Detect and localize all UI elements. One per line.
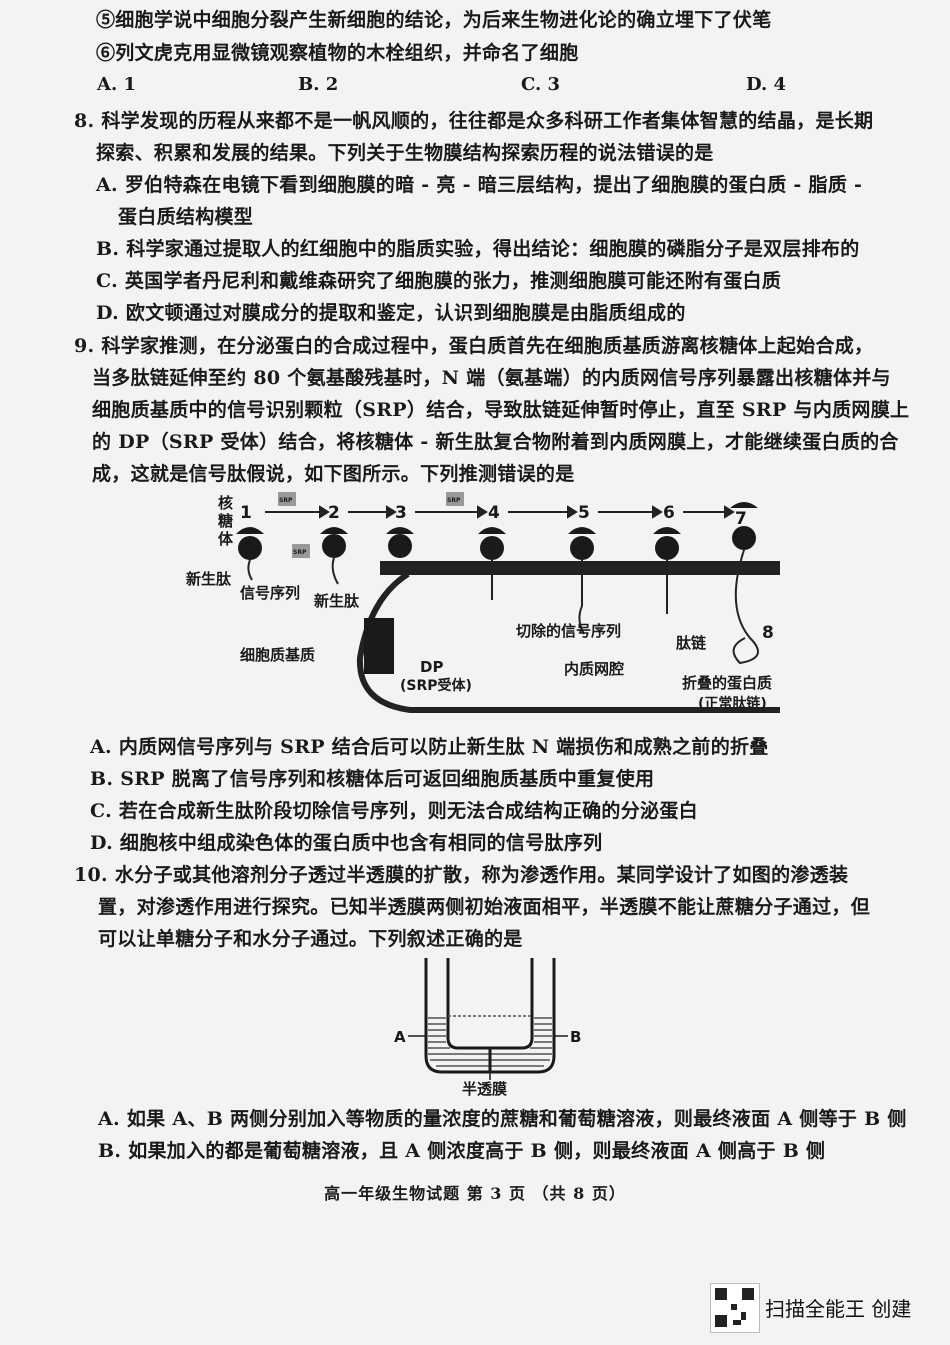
item-5: ⑤细胞学说中细胞分裂产生新细胞的结论，为后来生物进化论的确立埋下了伏笔 <box>96 9 772 31</box>
dp-label: DP <box>420 658 443 676</box>
ribosome-icons <box>236 502 758 560</box>
folded-protein-label: 折叠的蛋白质 <box>682 674 772 692</box>
ribosome-label-3: 体 <box>218 530 234 548</box>
ribosome-label-1: 核 <box>218 494 233 512</box>
q8-option-d: D. 欧文顿通过对膜成分的提取和鉴定，认识到细胞膜是由脂质组成的 <box>96 302 686 324</box>
q7-option-a: A. 1 <box>97 74 137 95</box>
q9-option-b: B. SRP 脱离了信号序列和核糖体后可返回细胞质基质中重复使用 <box>90 768 655 790</box>
side-a-label: A <box>394 1028 406 1046</box>
step-3-label: 3 <box>395 503 407 523</box>
q9-stem-2: 当多肽链延伸至约 80 个氨基酸残基时，N 端（氨基端）的内质网信号序列暴露出核… <box>92 367 891 389</box>
step-8-label: 8 <box>762 623 774 643</box>
q7-options: A. 1 B. 2 C. 3 D. 4 <box>0 74 950 100</box>
u-tube-diagram: A B 半透膜 <box>394 958 581 1096</box>
q10-option-b: B. 如果加入的都是葡萄糖溶液，且 A 侧浓度高于 B 侧，则最终液面 A 侧高… <box>98 1140 826 1162</box>
q10-stem-2: 置，对渗透作用进行探究。已知半透膜两侧初始液面相平，半透膜不能让蔗糖分子通过，但 <box>98 896 871 918</box>
er-lumen-label: 内质网腔 <box>564 660 624 678</box>
step-6-label: 6 <box>663 503 675 523</box>
q8-stem-2: 探索、积累和发展的结果。下列关于生物膜结构探索历程的说法错误的是 <box>96 142 714 164</box>
q10-stem-3: 可以让单糖分子和水分子通过。下列叙述正确的是 <box>98 928 523 950</box>
side-b-label: B <box>570 1028 581 1046</box>
q9-stem-3: 细胞质基质中的信号识别颗粒（SRP）结合，导致肽链延伸暂时停止，直至 SRP 与… <box>92 399 910 421</box>
q8-option-b: B. 科学家通过提取人的红细胞中的脂质实验，得出结论：细胞膜的磷脂分子是双层排布… <box>96 238 860 260</box>
step-5-label: 5 <box>578 503 590 523</box>
qr-code-icon <box>710 1283 760 1333</box>
dp-note-label: (SRP受体) <box>400 677 472 694</box>
q7-option-c: C. 3 <box>521 74 561 95</box>
step-1-label: 1 <box>240 503 252 523</box>
srp-icon <box>278 492 296 506</box>
srp-icon <box>292 544 310 558</box>
q9-option-c: C. 若在合成新生肽阶段切除信号序列，则无法合成结构正确的分泌蛋白 <box>90 800 698 822</box>
ribosome-label-2: 糖 <box>218 512 233 530</box>
q8-stem-1: 8. 科学发现的历程从来都不是一帆风顺的，往往都是众多科研工作者集体智慧的结晶，… <box>74 110 874 132</box>
q9-stem-1: 9. 科学家推测，在分泌蛋白的合成过程中，蛋白质首先在细胞质基质游离核糖体上起始… <box>74 335 874 357</box>
signal-sequence-label: 信号序列 <box>240 584 300 602</box>
q9-stem-4: 的 DP（SRP 受体）结合，将核糖体 - 新生肽复合物附着到内质网膜上，才能继… <box>92 431 899 453</box>
q9-option-a: A. 内质网信号序列与 SRP 结合后可以防止新生肽 N 端损伤和成熟之前的折叠 <box>90 736 769 758</box>
q7-option-b: B. 2 <box>298 74 339 95</box>
watermark-text: 扫描全能王 创建 <box>765 1297 912 1321</box>
step-2-label: 2 <box>328 503 340 523</box>
srp-label-2: SRP <box>447 497 461 504</box>
membrane-label: 半透膜 <box>462 1080 507 1096</box>
step-7-label: 7 <box>735 509 747 529</box>
q7-option-d: D. 4 <box>746 74 787 95</box>
q8-option-a: A. 罗伯特森在电镜下看到细胞膜的暗 - 亮 - 暗三层结构，提出了细胞膜的蛋白… <box>96 174 863 196</box>
q8-option-c: C. 英国学者丹尼利和戴维森研究了细胞膜的张力，推测细胞膜可能还附有蛋白质 <box>96 270 782 292</box>
page-footer: 高一年级生物试题 第 3 页 （共 8 页） <box>324 1184 626 1203</box>
q9-option-d: D. 细胞核中组成染色体的蛋白质中也含有相同的信号肽序列 <box>90 832 603 854</box>
normal-chain-label: (正常肽链) <box>698 695 767 712</box>
q10-stem-1: 10. 水分子或其他溶剂分子透过半透膜的扩散，称为渗透作用。某同学设计了如图的渗… <box>74 864 849 886</box>
signal-peptide-diagram: 1 2 3 4 5 6 7 8 SRP SRP SRP 核 糖 体 <box>186 492 780 713</box>
peptide-chain-label: 肽链 <box>676 634 707 652</box>
srp-icon <box>446 492 464 506</box>
scanner-watermark: 扫描全能王 创建 <box>710 1283 940 1333</box>
nascent-peptide-label-2: 新生肽 <box>314 592 360 610</box>
srp-label-1: SRP <box>279 497 293 504</box>
q9-stem-5: 成，这就是信号肽假说，如下图所示。下列推测错误的是 <box>92 463 575 485</box>
q10-option-a: A. 如果 A、B 两侧分别加入等物质的量浓度的蔗糖和葡萄糖溶液，则最终液面 A… <box>98 1108 907 1130</box>
q8-option-a-cont: 蛋白质结构模型 <box>118 206 254 228</box>
nascent-peptide-label: 新生肽 <box>186 570 232 588</box>
item-6: ⑥列文虎克用显微镜观察植物的木栓组织，并命名了细胞 <box>96 42 579 64</box>
dp-receptor <box>364 618 394 674</box>
cut-signal-label: 切除的信号序列 <box>516 622 621 640</box>
srp-label-3: SRP <box>293 549 307 556</box>
step-4-label: 4 <box>488 503 500 523</box>
cytoplasm-label: 细胞质基质 <box>240 646 315 664</box>
